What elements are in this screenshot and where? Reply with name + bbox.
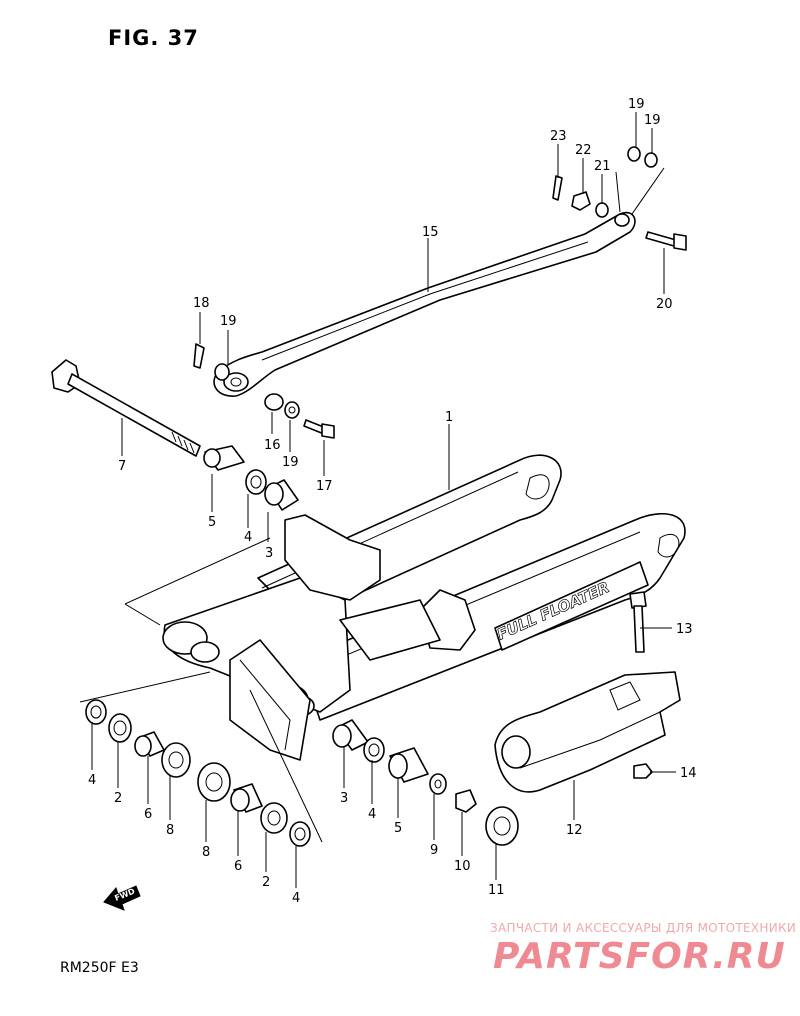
- chain-buffer: [494, 671, 681, 793]
- leader-lines: [79, 112, 676, 888]
- callout-19-left: 19: [220, 314, 237, 329]
- callout-5-lower: 5: [394, 821, 402, 836]
- callout-15: 15: [422, 225, 439, 240]
- callout-10: 10: [454, 859, 471, 874]
- callout-6-left: 6: [144, 807, 152, 822]
- callout-3-upper: 3: [265, 546, 273, 561]
- callout-21: 21: [594, 159, 611, 174]
- callout-3-lower: 3: [340, 791, 348, 806]
- callout-19-top: 19: [628, 97, 645, 112]
- callout-11: 11: [488, 883, 505, 898]
- pivot-bolt: [51, 359, 201, 457]
- callout-2-mid: 2: [262, 875, 270, 890]
- callout-1: 1: [445, 410, 453, 425]
- callout-9: 9: [430, 843, 438, 858]
- callout-16: 16: [264, 438, 281, 453]
- callout-4-lower-right: 4: [368, 807, 376, 822]
- callout-12: 12: [566, 823, 583, 838]
- callout-5-upper: 5: [208, 515, 216, 530]
- figure-title: FIG. 37: [108, 26, 199, 50]
- callout-4-lower-left: 4: [88, 773, 96, 788]
- callout-20: 20: [656, 297, 673, 312]
- callout-8-mid: 8: [202, 845, 210, 860]
- callout-2-left: 2: [114, 791, 122, 806]
- callout-17: 17: [316, 479, 333, 494]
- watermark-tagline: ЗАПЧАСТИ И АКСЕССУАРЫ ДЛЯ МОТОТЕХНИКИ: [490, 921, 797, 935]
- callout-22: 22: [575, 143, 592, 158]
- callout-18: 18: [193, 296, 210, 311]
- torque-rod: [213, 211, 636, 397]
- model-code: RM250F E3: [60, 960, 139, 976]
- callout-8-left: 8: [166, 823, 174, 838]
- callout-13: 13: [676, 622, 693, 637]
- callout-14: 14: [680, 766, 697, 781]
- callout-19-mid: 19: [282, 455, 299, 470]
- callout-6-mid: 6: [234, 859, 242, 874]
- callout-numbers: 1 15 7 5 4 3 16 19 17 18 19 23 22 21 19 …: [88, 97, 697, 906]
- callout-23: 23: [550, 129, 567, 144]
- callout-4-upper: 4: [244, 530, 252, 545]
- callout-4-lower-mid: 4: [292, 891, 300, 906]
- fwd-arrow: FWD: [103, 885, 141, 911]
- small-parts: [85, 146, 687, 847]
- swingarm: FULL FLOATER: [162, 454, 686, 761]
- callout-19-right: 19: [644, 113, 661, 128]
- watermark-logo: PARTSFOR.RU: [493, 936, 786, 977]
- callout-7: 7: [118, 459, 126, 474]
